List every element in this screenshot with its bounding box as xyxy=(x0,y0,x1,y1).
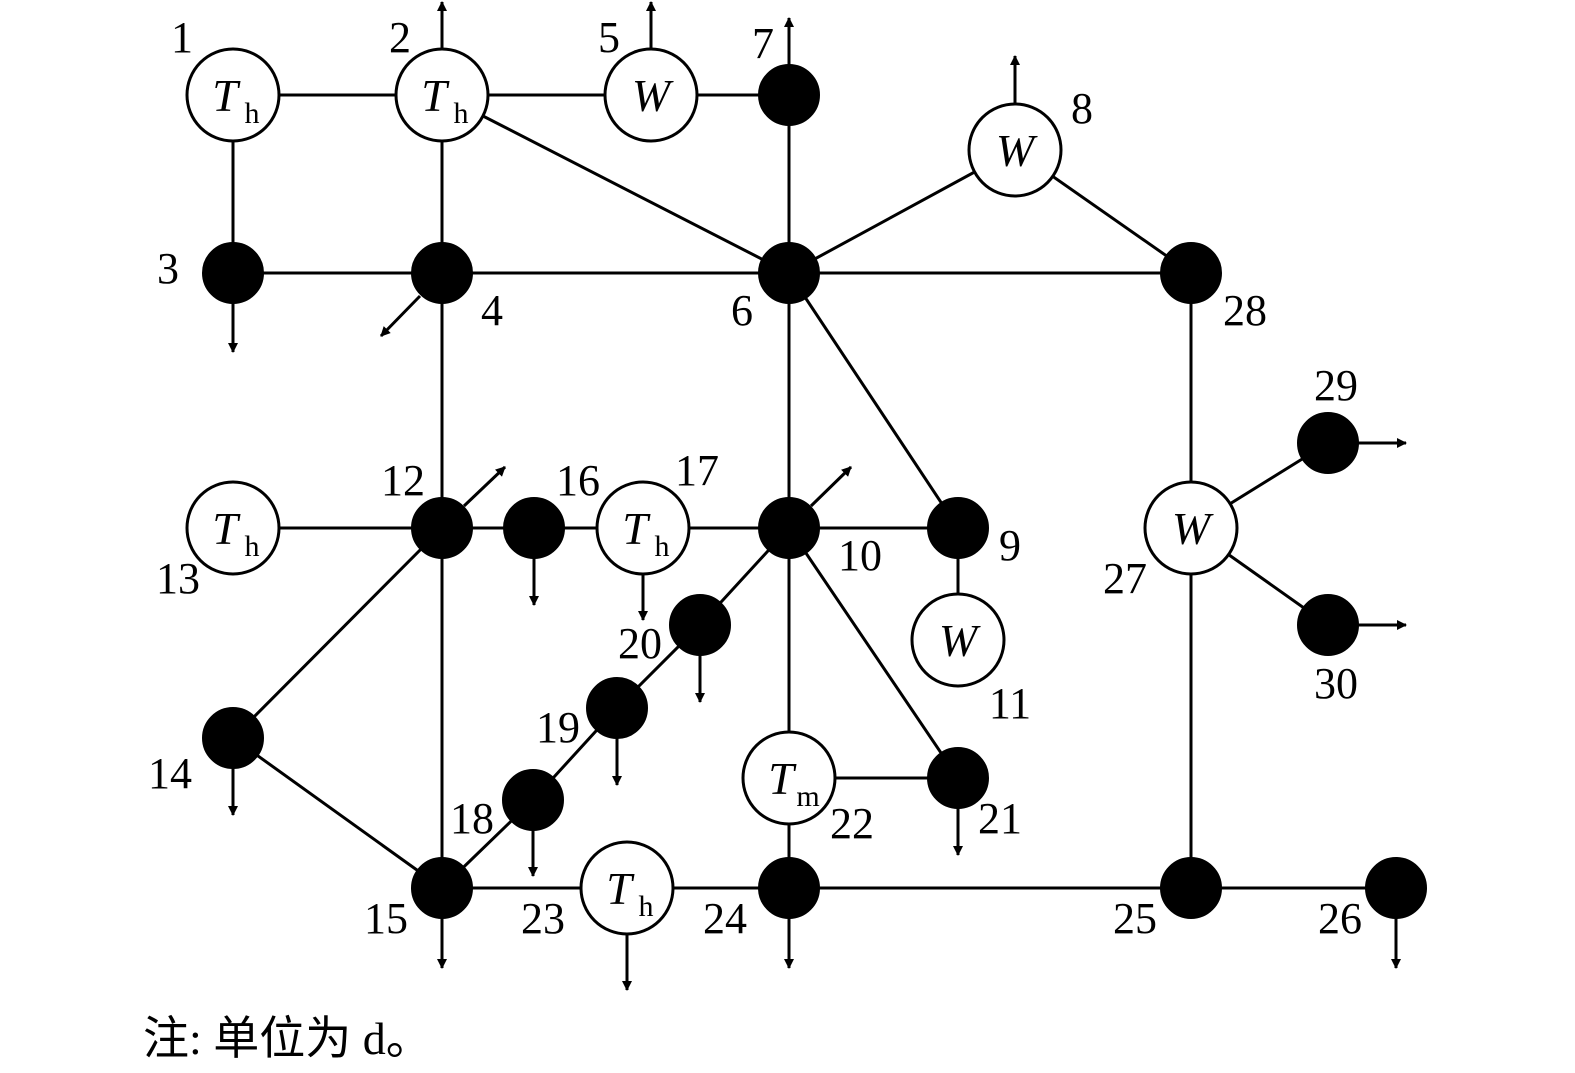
bus-label-14: 14 xyxy=(148,749,192,798)
bus-label-4: 4 xyxy=(481,286,503,335)
generator-circle-5 xyxy=(603,47,699,143)
bus-label-13: 13 xyxy=(156,554,200,603)
line-10-21 xyxy=(787,527,960,779)
bus-label-24: 24 xyxy=(703,894,747,943)
bus-label-10: 10 xyxy=(838,531,882,580)
bus-label-26: 26 xyxy=(1318,894,1362,943)
bus-label-30: 30 xyxy=(1314,659,1358,708)
bus-18 xyxy=(502,769,564,831)
bus-29 xyxy=(1297,412,1359,474)
bus-label-17: 17 xyxy=(675,446,719,495)
bus-30 xyxy=(1297,594,1359,656)
bus-label-11: 11 xyxy=(989,679,1031,728)
generator-circle-1 xyxy=(185,47,281,143)
line-6-9 xyxy=(787,272,960,529)
bus-label-12: 12 xyxy=(381,456,425,505)
generator-circle-8 xyxy=(967,102,1063,198)
generator-bus-8: W xyxy=(967,102,1063,198)
bus-label-28: 28 xyxy=(1223,286,1267,335)
bus-label-29: 29 xyxy=(1314,361,1358,410)
bus-label-16: 16 xyxy=(556,456,600,505)
generator-symbol-8: W xyxy=(996,125,1038,176)
bus-14 xyxy=(202,707,264,769)
load-arrow-10 xyxy=(809,465,853,508)
bus-7 xyxy=(758,64,820,126)
bus-label-7: 7 xyxy=(752,19,774,68)
line-2-6 xyxy=(441,93,790,275)
bus-25 xyxy=(1160,857,1222,919)
generator-symbol-5: W xyxy=(632,70,674,121)
generator-circle-11 xyxy=(910,592,1006,688)
bus-label-15: 15 xyxy=(364,894,408,943)
bus-label-23: 23 xyxy=(521,894,565,943)
bus-label-20: 20 xyxy=(618,619,662,668)
bus-28 xyxy=(1160,242,1222,304)
bus-label-21: 21 xyxy=(978,794,1022,843)
bus-16 xyxy=(503,497,565,559)
generator-symbol-2: T xyxy=(421,70,450,121)
bus-label-18: 18 xyxy=(450,794,494,843)
unit-note: 注: 单位为 d。 xyxy=(143,1013,432,1064)
bus-label-9: 9 xyxy=(999,521,1021,570)
bus-6 xyxy=(758,242,820,304)
bus-21 xyxy=(927,747,989,809)
bus-9 xyxy=(927,497,989,559)
bus-label-1: 1 xyxy=(171,13,193,62)
generator-bus-11: W xyxy=(910,592,1006,688)
load-arrow-4 xyxy=(379,294,422,338)
bus-12 xyxy=(411,497,473,559)
bus-label-2: 2 xyxy=(389,13,411,62)
bus-3 xyxy=(202,242,264,304)
generator-circle-22 xyxy=(741,730,837,826)
generator-subscript-22: m xyxy=(796,780,819,813)
generator-symbol-22: T xyxy=(768,753,797,804)
bus-label-19: 19 xyxy=(536,703,580,752)
generator-circle-13 xyxy=(185,480,281,576)
generator-subscript-17: h xyxy=(655,530,670,563)
generator-bus-27: W xyxy=(1143,480,1239,576)
generator-bus-5: W xyxy=(603,47,699,143)
generator-subscript-23: h xyxy=(639,890,654,923)
line-12-14 xyxy=(231,526,444,740)
generator-symbol-27: W xyxy=(1172,503,1214,554)
generator-symbol-11: W xyxy=(939,615,981,666)
generator-subscript-13: h xyxy=(245,530,260,563)
bus-24 xyxy=(758,857,820,919)
bus-label-27: 27 xyxy=(1103,554,1147,603)
generator-circle-17 xyxy=(595,480,691,576)
generator-symbol-13: T xyxy=(212,503,241,554)
generator-symbol-17: T xyxy=(622,503,651,554)
generator-symbol-1: T xyxy=(212,70,241,121)
generator-circle-23 xyxy=(579,840,675,936)
generator-symbol-23: T xyxy=(606,863,635,914)
bus-label-5: 5 xyxy=(598,13,620,62)
bus-19 xyxy=(586,677,648,739)
bus-label-22: 22 xyxy=(830,799,874,848)
generator-subscript-2: h xyxy=(454,97,469,130)
bus-10 xyxy=(758,497,820,559)
bus-label-6: 6 xyxy=(731,286,753,335)
generator-circle-2 xyxy=(394,47,490,143)
bus-20 xyxy=(669,594,731,656)
bus-26 xyxy=(1365,857,1427,919)
generator-subscript-1: h xyxy=(245,97,260,130)
bus-label-25: 25 xyxy=(1113,894,1157,943)
bus-label-3: 3 xyxy=(157,244,179,293)
load-arrow-12 xyxy=(462,465,507,508)
bus-15 xyxy=(411,857,473,919)
load-arrows xyxy=(228,1,1407,991)
bus-4 xyxy=(411,242,473,304)
generator-circle-27 xyxy=(1143,480,1239,576)
line-14-15 xyxy=(232,736,443,890)
bus-label-8: 8 xyxy=(1071,84,1093,133)
